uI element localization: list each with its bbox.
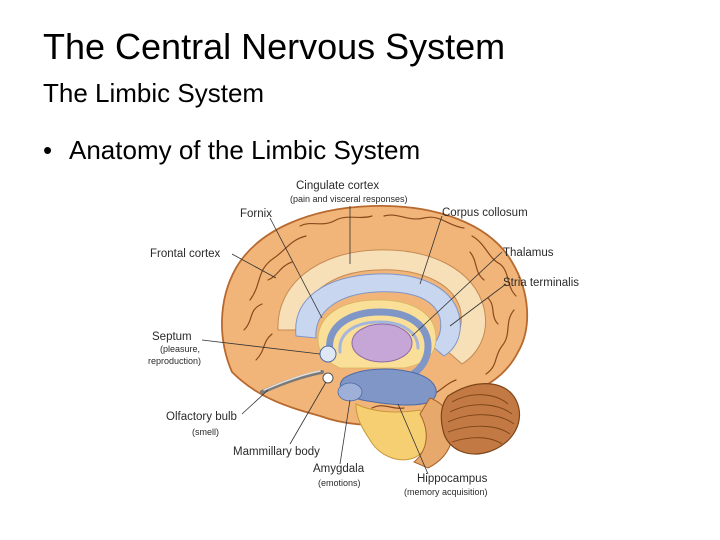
bullet-marker: • bbox=[43, 135, 53, 165]
label-cingulate-cortex-note: (pain and visceral responses) bbox=[290, 194, 408, 204]
cerebellum bbox=[440, 383, 521, 455]
leader-lines bbox=[201, 206, 507, 475]
diagram-labels: Cingulate cortex (pain and visceral resp… bbox=[148, 180, 579, 497]
label-septum: Septum bbox=[152, 331, 192, 343]
label-stria-terminalis: Stria terminalis bbox=[503, 277, 579, 289]
brain-illustration bbox=[221, 205, 529, 469]
label-cingulate-cortex: Cingulate cortex bbox=[296, 180, 379, 192]
mammillary-body bbox=[322, 372, 334, 384]
label-septum-note-1: (pleasure, bbox=[160, 344, 200, 354]
cingulate-gyrus bbox=[277, 249, 486, 365]
label-septum-note-2: reproduction) bbox=[148, 356, 201, 366]
bullet-text: Anatomy of the Limbic System bbox=[69, 135, 421, 165]
fornix bbox=[326, 308, 432, 386]
label-hippocampus-note: (memory acquisition) bbox=[404, 487, 488, 497]
temporal-lobe bbox=[355, 403, 430, 461]
corpus-callosum bbox=[295, 273, 461, 357]
septum bbox=[319, 345, 337, 363]
thalamus bbox=[351, 323, 413, 363]
label-hippocampus: Hippocampus bbox=[417, 473, 488, 485]
bullet-item: • Anatomy of the Limbic System bbox=[43, 133, 420, 167]
label-olfactory-bulb: Olfactory bulb bbox=[166, 411, 237, 423]
label-amygdala: Amygdala bbox=[313, 463, 365, 475]
slide-subtitle: The Limbic System bbox=[43, 78, 265, 108]
slide-title: The Central Nervous System bbox=[43, 26, 506, 67]
amygdala bbox=[337, 382, 363, 402]
label-thalamus: Thalamus bbox=[503, 247, 554, 259]
olfactory-tract bbox=[260, 370, 324, 394]
label-corpus-collosum: Corpus collosum bbox=[442, 207, 528, 219]
cerebellum-folia bbox=[447, 394, 515, 445]
olfactory-tract-highlight bbox=[263, 370, 321, 391]
label-mammillary-body: Mammillary body bbox=[233, 446, 320, 458]
label-amygdala-note: (emotions) bbox=[318, 478, 361, 488]
label-frontal-cortex: Frontal cortex bbox=[150, 248, 221, 260]
label-fornix: Fornix bbox=[240, 208, 272, 220]
label-olfactory-bulb-note: (smell) bbox=[192, 427, 219, 437]
